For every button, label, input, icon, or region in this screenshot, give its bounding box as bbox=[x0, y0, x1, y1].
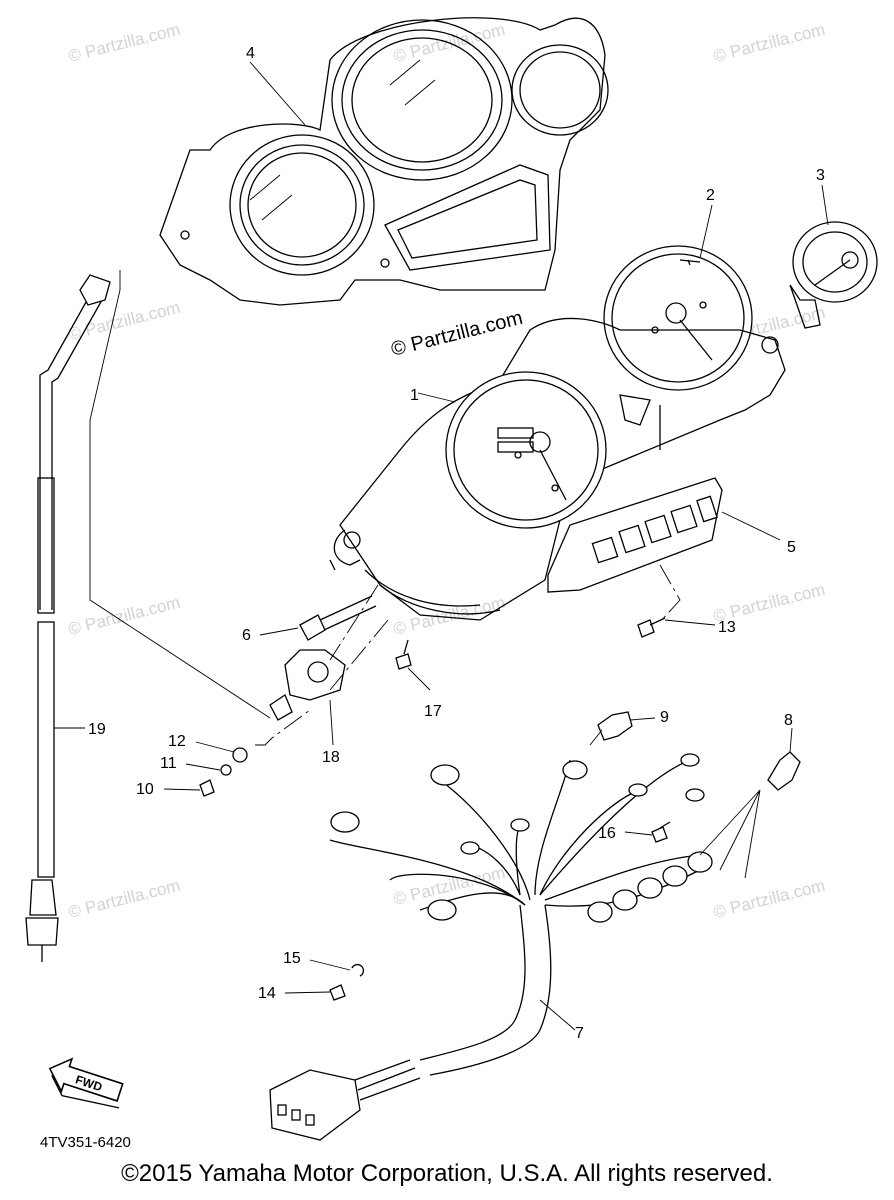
reference-lines bbox=[89, 270, 761, 879]
callout-10: 10 bbox=[136, 781, 154, 798]
exploded-parts-diagram: © Partzilla.com © Partzilla.com © Partzi… bbox=[25, 17, 878, 1151]
watermark: © Partzilla.com bbox=[66, 20, 182, 66]
part-3-socket bbox=[789, 221, 878, 329]
center-watermark: © Partzilla.com bbox=[389, 307, 525, 361]
watermark: © Partzilla.com bbox=[711, 20, 827, 66]
callout-1: 1 bbox=[410, 387, 419, 404]
callout-17: 17 bbox=[424, 703, 442, 720]
callout-3: 3 bbox=[816, 167, 825, 184]
watermark: © Partzilla.com bbox=[66, 876, 182, 922]
part-1-speedometer bbox=[445, 371, 607, 529]
forward-arrow: FWD bbox=[48, 1057, 124, 1109]
copyright-notice: ©2015 Yamaha Motor Corporation, U.S.A. A… bbox=[121, 1160, 773, 1187]
callout-18: 18 bbox=[322, 749, 340, 766]
watermark: © Partzilla.com bbox=[711, 876, 827, 922]
part-19-speedometer-cable bbox=[25, 274, 111, 962]
watermark: © Partzilla.com bbox=[391, 593, 507, 639]
part-4-meter-cover bbox=[159, 17, 609, 306]
callout-4: 4 bbox=[246, 45, 255, 62]
part-5-indicator-panel bbox=[547, 477, 723, 593]
callout-12: 12 bbox=[168, 733, 186, 750]
callout-16: 16 bbox=[598, 825, 616, 842]
callout-9: 9 bbox=[660, 709, 669, 726]
callout-8: 8 bbox=[784, 712, 793, 729]
callout-11: 11 bbox=[160, 755, 177, 772]
hardware-parts bbox=[199, 595, 801, 1001]
callout-numbers: 1 2 3 4 5 6 7 8 9 10 11 12 13 14 15 16 1… bbox=[88, 45, 825, 1042]
callout-19: 19 bbox=[88, 721, 106, 738]
watermark-group: © Partzilla.com © Partzilla.com © Partzi… bbox=[66, 20, 827, 922]
part-2-tachometer bbox=[603, 245, 753, 391]
diagram-code: 4TV351-6420 bbox=[40, 1134, 131, 1151]
watermark: © Partzilla.com bbox=[66, 298, 182, 344]
watermark: © Partzilla.com bbox=[66, 593, 182, 639]
callout-6: 6 bbox=[242, 627, 251, 644]
callout-15: 15 bbox=[283, 950, 301, 967]
callout-14: 14 bbox=[258, 985, 276, 1002]
callout-5: 5 bbox=[787, 539, 796, 556]
part-7-wire-harness bbox=[269, 753, 713, 1141]
leader-lines bbox=[54, 61, 829, 1031]
callout-7: 7 bbox=[575, 1025, 584, 1042]
callout-13: 13 bbox=[718, 619, 736, 636]
callout-2: 2 bbox=[706, 187, 715, 204]
